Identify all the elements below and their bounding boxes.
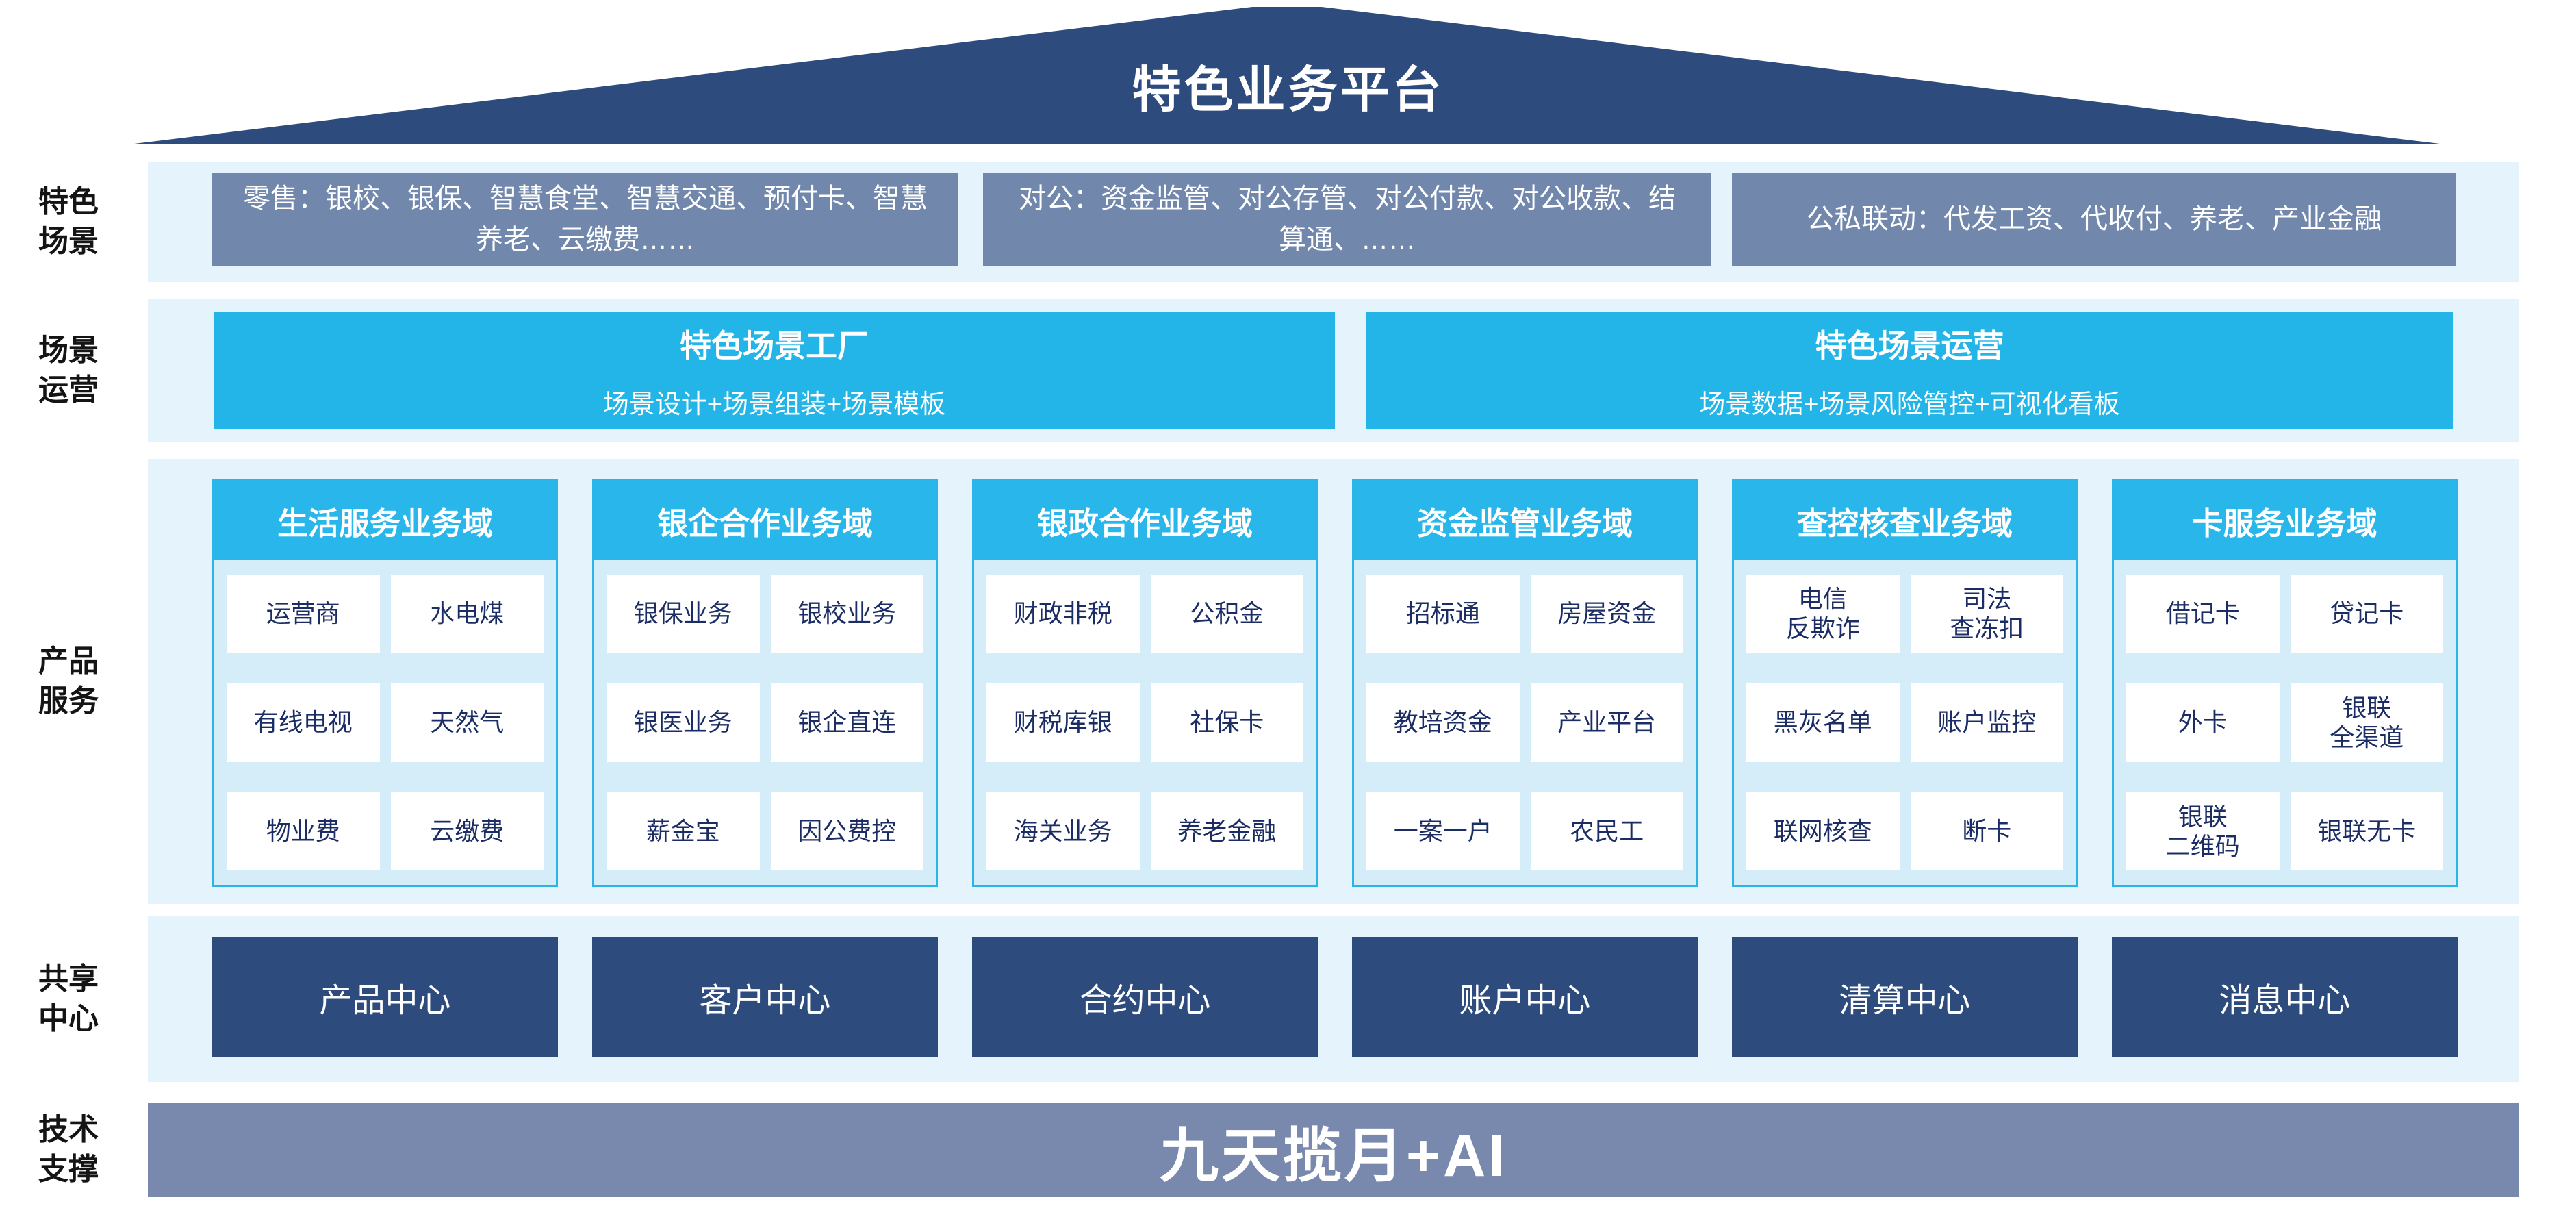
domain-cell: 银医业务 — [607, 683, 760, 762]
domain-body: 招标通 房屋资金 教培资金 产业平台 一案一户 农民工 — [1354, 560, 1696, 885]
domain-cell: 银校业务 — [770, 575, 923, 653]
domain-body: 运营商 水电煤 有线电视 天然气 物业费 云缴费 — [214, 560, 556, 885]
domain-panel-fund-supervision: 资金监管业务域 招标通 房屋资金 教培资金 产业平台 一案一户 农民工 — [1352, 479, 1698, 887]
scenario-box-retail: 零售：银校、银保、智慧食堂、智慧交通、预付卡、智慧养老、云缴费…… — [212, 173, 958, 266]
domain-cell: 天然气 — [390, 683, 544, 762]
domain-cell: 因公费控 — [770, 792, 923, 870]
domain-header: 资金监管业务域 — [1354, 481, 1696, 560]
domain-body: 借记卡 贷记卡 外卡 银联 全渠道 银联 二维码 银联无卡 — [2114, 560, 2456, 885]
domain-header: 银政合作业务域 — [974, 481, 1316, 560]
domain-cell: 银联无卡 — [2290, 792, 2443, 870]
domain-cell: 财税库银 — [986, 683, 1140, 762]
share-center-product: 产品中心 — [212, 937, 558, 1057]
domain-header: 查控核查业务域 — [1734, 481, 2076, 560]
domain-cell: 云缴费 — [390, 792, 544, 870]
row-label-operations: 场景运营 — [38, 333, 99, 407]
domain-panel-life-services: 生活服务业务域 运营商 水电煤 有线电视 天然气 物业费 云缴费 — [212, 479, 558, 887]
domain-cell: 运营商 — [227, 575, 380, 653]
domain-panel-card-services: 卡服务业务域 借记卡 贷记卡 外卡 银联 全渠道 银联 二维码 银联无卡 — [2112, 479, 2458, 887]
domain-cell: 账户监控 — [1910, 683, 2063, 762]
domain-panel-bank-enterprise: 银企合作业务域 银保业务 银校业务 银医业务 银企直连 薪金宝 因公费控 — [592, 479, 938, 887]
domain-panel-bank-government: 银政合作业务域 财政非税 公积金 财税库银 社保卡 海关业务 养老金融 — [972, 479, 1318, 887]
domain-cell: 农民工 — [1530, 792, 1683, 870]
domain-header: 银企合作业务域 — [594, 481, 936, 560]
domain-cell: 黑灰名单 — [1746, 683, 1900, 762]
share-center-contract: 合约中心 — [972, 937, 1318, 1057]
domain-body: 银保业务 银校业务 银医业务 银企直连 薪金宝 因公费控 — [594, 560, 936, 885]
domain-cell: 财政非税 — [986, 575, 1140, 653]
domain-cell: 教培资金 — [1366, 683, 1520, 762]
row-label-tech-support: 技术支撑 — [38, 1112, 99, 1186]
row-label-share-centers: 共享中心 — [38, 961, 99, 1035]
domain-cell: 贷记卡 — [2290, 575, 2443, 653]
domain-cell: 银企直连 — [770, 683, 923, 762]
operation-box-scene-factory: 特色场景工厂 场景设计+场景组装+场景模板 — [214, 312, 1335, 429]
scenario-box-public-private: 公私联动：代发工资、代收付、养老、产业金融 — [1732, 173, 2456, 266]
domain-cell: 银保业务 — [607, 575, 760, 653]
domain-cell: 银联 全渠道 — [2290, 683, 2443, 762]
domain-cell: 借记卡 — [2126, 575, 2280, 653]
row-label-products: 产品服务 — [38, 644, 99, 718]
tech-support-bar: 九天揽月+AI — [148, 1103, 2519, 1197]
domain-cell: 联网核查 — [1746, 792, 1900, 870]
domain-panel-inspection-check: 查控核查业务域 电信 反欺诈 司法 查冻扣 黑灰名单 账户监控 联网核查 断卡 — [1732, 479, 2078, 887]
share-center-clearing: 清算中心 — [1732, 937, 2078, 1057]
operation-subtitle: 场景数据+场景风险管控+可视化看板 — [1699, 390, 2120, 419]
operation-box-scene-operation: 特色场景运营 场景数据+场景风险管控+可视化看板 — [1366, 312, 2453, 429]
domain-header: 生活服务业务域 — [214, 481, 556, 560]
domain-cell: 养老金融 — [1150, 792, 1303, 870]
domain-cell: 产业平台 — [1530, 683, 1683, 762]
domain-cell: 房屋资金 — [1530, 575, 1683, 653]
domain-body: 财政非税 公积金 财税库银 社保卡 海关业务 养老金融 — [974, 560, 1316, 885]
domain-cell: 薪金宝 — [607, 792, 760, 870]
row-label-scenarios: 特色场景 — [38, 184, 99, 258]
share-center-message: 消息中心 — [2112, 937, 2458, 1057]
operation-title: 特色场景运营 — [1815, 327, 2004, 364]
domain-cell: 水电煤 — [390, 575, 544, 653]
domain-cell: 断卡 — [1910, 792, 2063, 870]
share-center-customer: 客户中心 — [592, 937, 938, 1057]
domain-cell: 司法 查冻扣 — [1910, 575, 2063, 653]
domain-cell: 公积金 — [1150, 575, 1303, 653]
domain-cell: 一案一户 — [1366, 792, 1520, 870]
scenario-box-corporate: 对公：资金监管、对公存管、对公付款、对公收款、结算通、…… — [983, 173, 1711, 266]
domain-body: 电信 反欺诈 司法 查冻扣 黑灰名单 账户监控 联网核查 断卡 — [1734, 560, 2076, 885]
domain-cell: 电信 反欺诈 — [1746, 575, 1900, 653]
domain-cell: 银联 二维码 — [2126, 792, 2280, 870]
domain-cell: 招标通 — [1366, 575, 1520, 653]
domain-cell: 外卡 — [2126, 683, 2280, 762]
operation-title: 特色场景工厂 — [680, 327, 869, 364]
operation-subtitle: 场景设计+场景组装+场景模板 — [602, 390, 946, 419]
share-center-account: 账户中心 — [1352, 937, 1698, 1057]
domain-cell: 物业费 — [227, 792, 380, 870]
domain-cell: 有线电视 — [227, 683, 380, 762]
domain-cell: 社保卡 — [1150, 683, 1303, 762]
platform-title: 特色业务平台 — [1132, 63, 1444, 118]
domain-header: 卡服务业务域 — [2114, 481, 2456, 560]
domain-cell: 海关业务 — [986, 792, 1140, 870]
